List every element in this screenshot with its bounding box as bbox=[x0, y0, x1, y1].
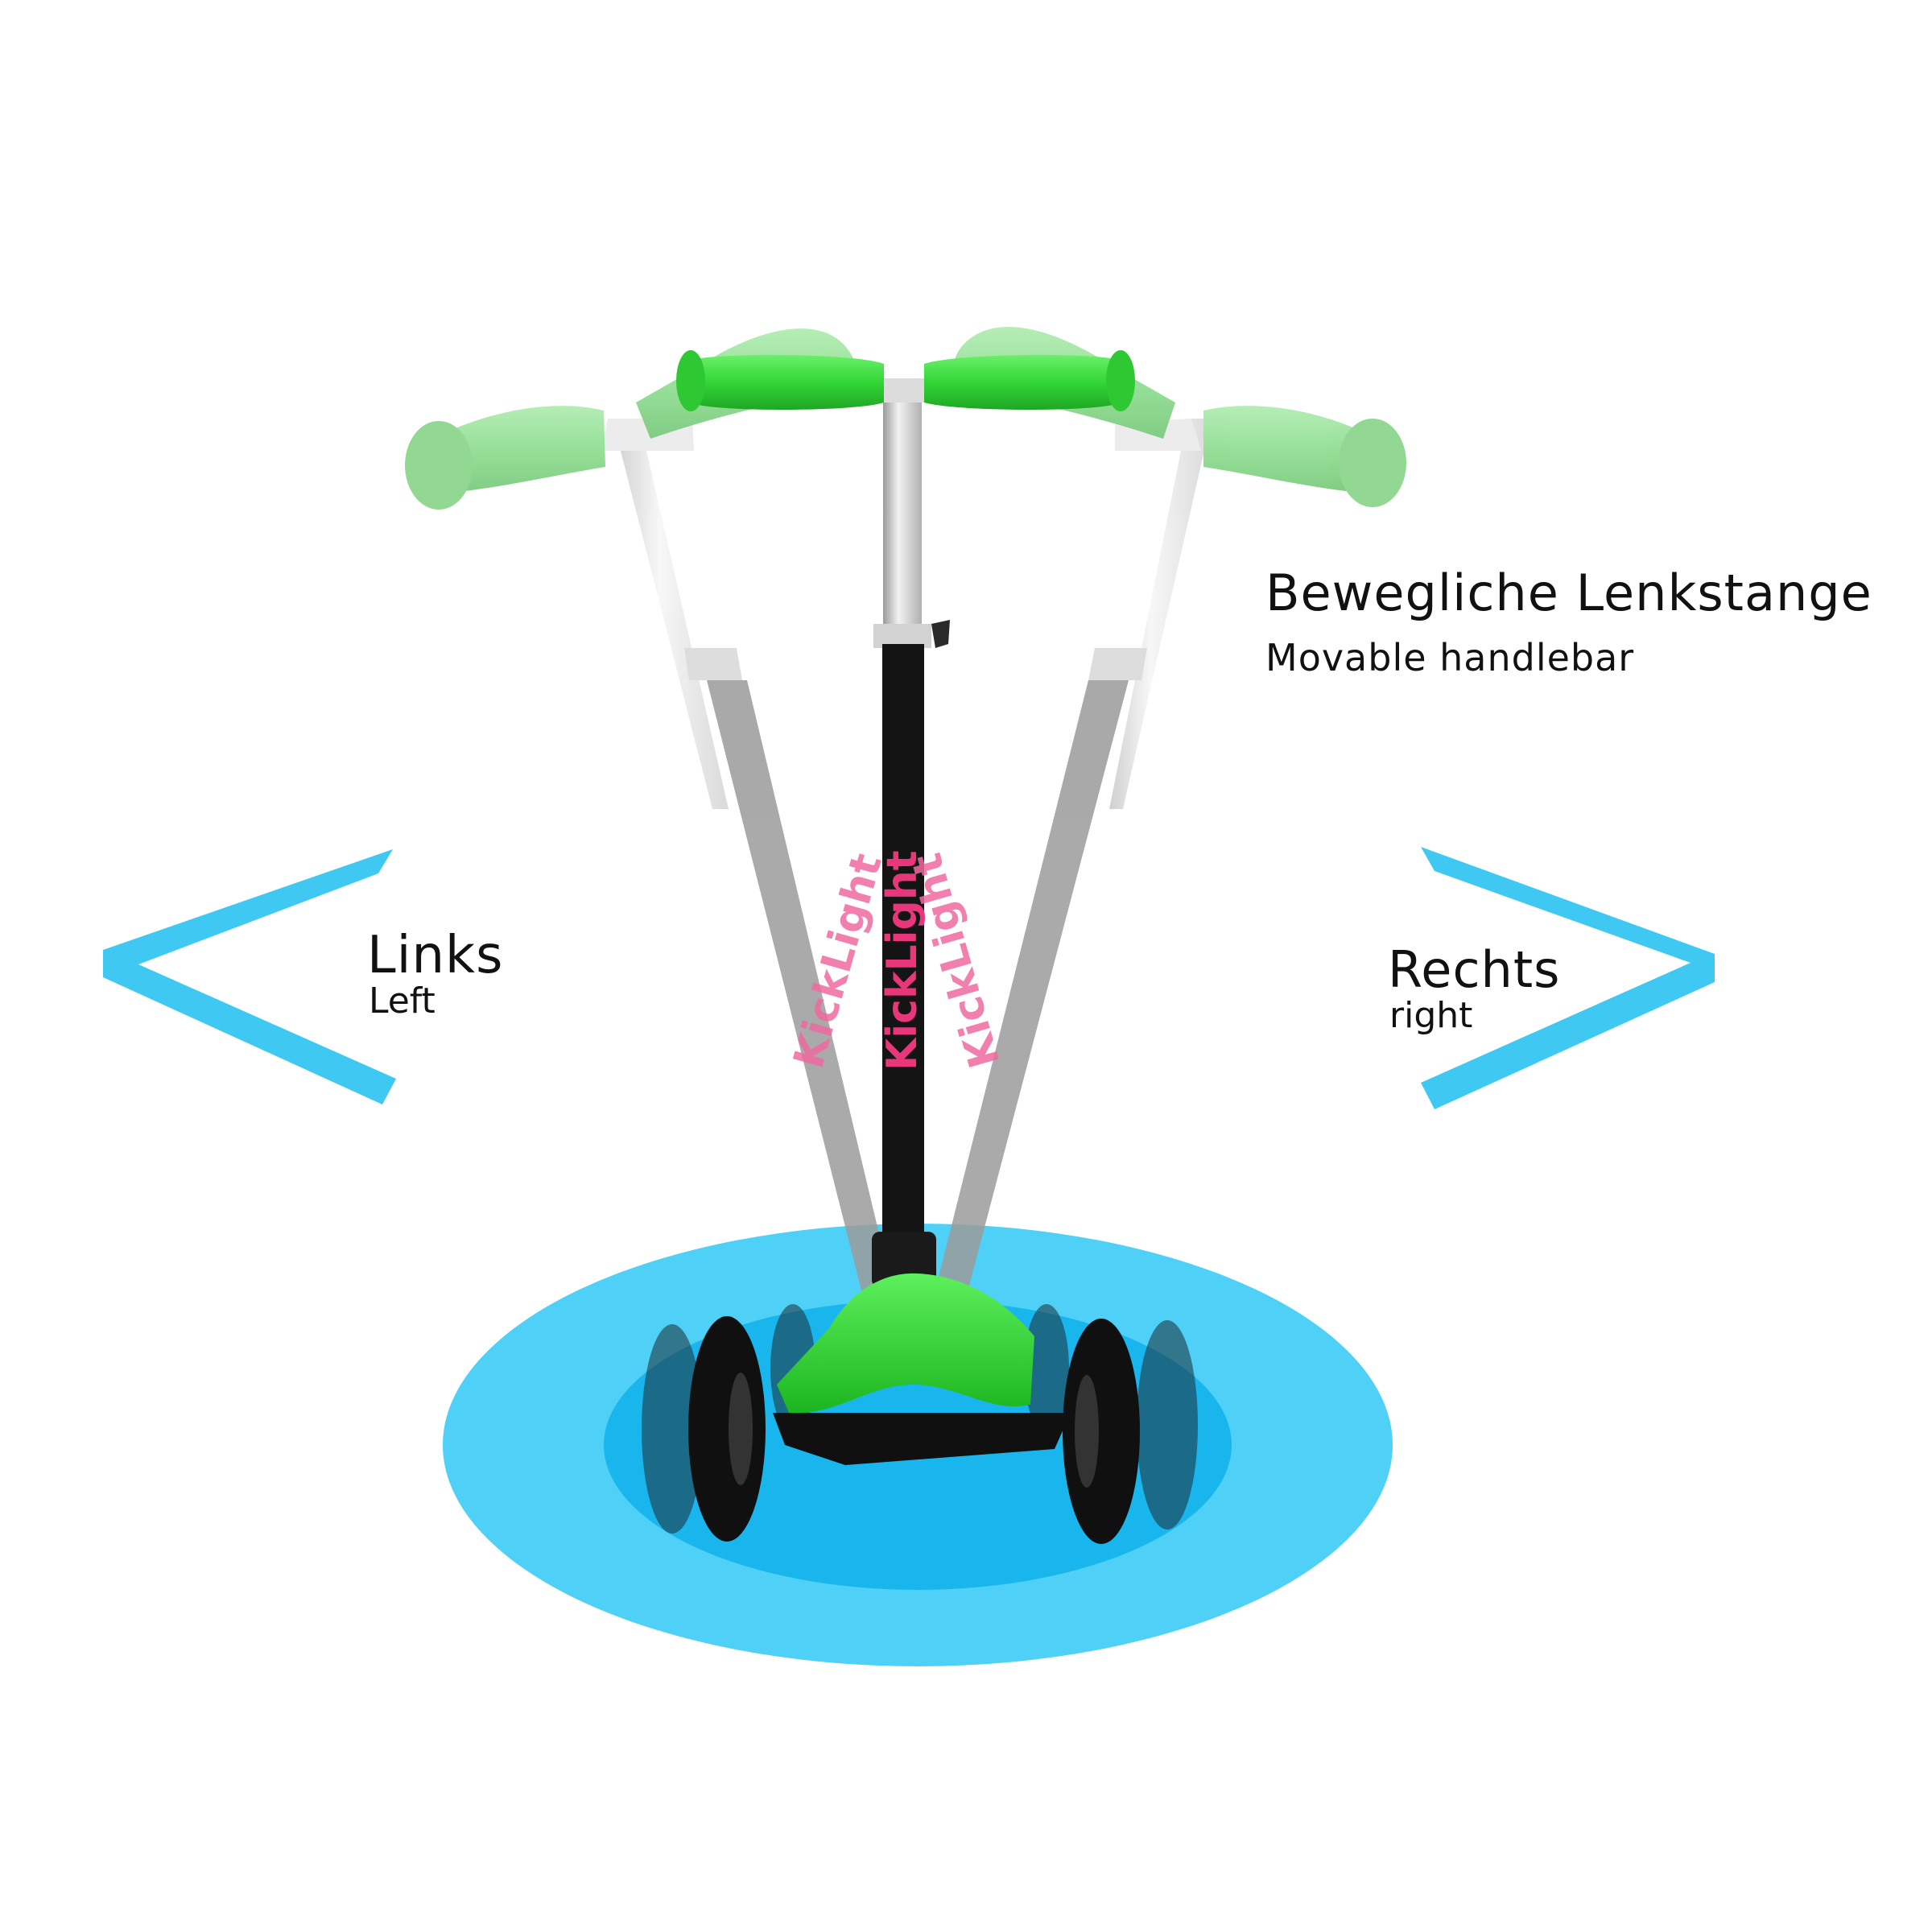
chevron-right-icon bbox=[1421, 847, 1715, 1109]
wheel-ghosts bbox=[642, 1304, 1198, 1534]
left-label: Links bbox=[367, 926, 504, 985]
handlebar-ghost-left bbox=[405, 328, 902, 1328]
right-label: Rechts bbox=[1388, 940, 1561, 999]
scooter-base bbox=[688, 1273, 1140, 1544]
left-sublabel: Left bbox=[369, 980, 436, 1022]
wheel-right bbox=[1063, 1319, 1140, 1544]
brand-logo-main: KickLight bbox=[878, 850, 927, 1071]
feature-subtitle: Movable handlebar bbox=[1265, 636, 1635, 679]
feature-title: Bewegliche Lenkstange bbox=[1265, 564, 1872, 622]
right-sublabel: right bbox=[1389, 995, 1473, 1036]
wheel-left bbox=[688, 1316, 766, 1542]
handlebar-main bbox=[676, 350, 1135, 1288]
handlebar-ghost-right bbox=[926, 327, 1406, 1328]
chevron-left-icon bbox=[103, 849, 396, 1104]
